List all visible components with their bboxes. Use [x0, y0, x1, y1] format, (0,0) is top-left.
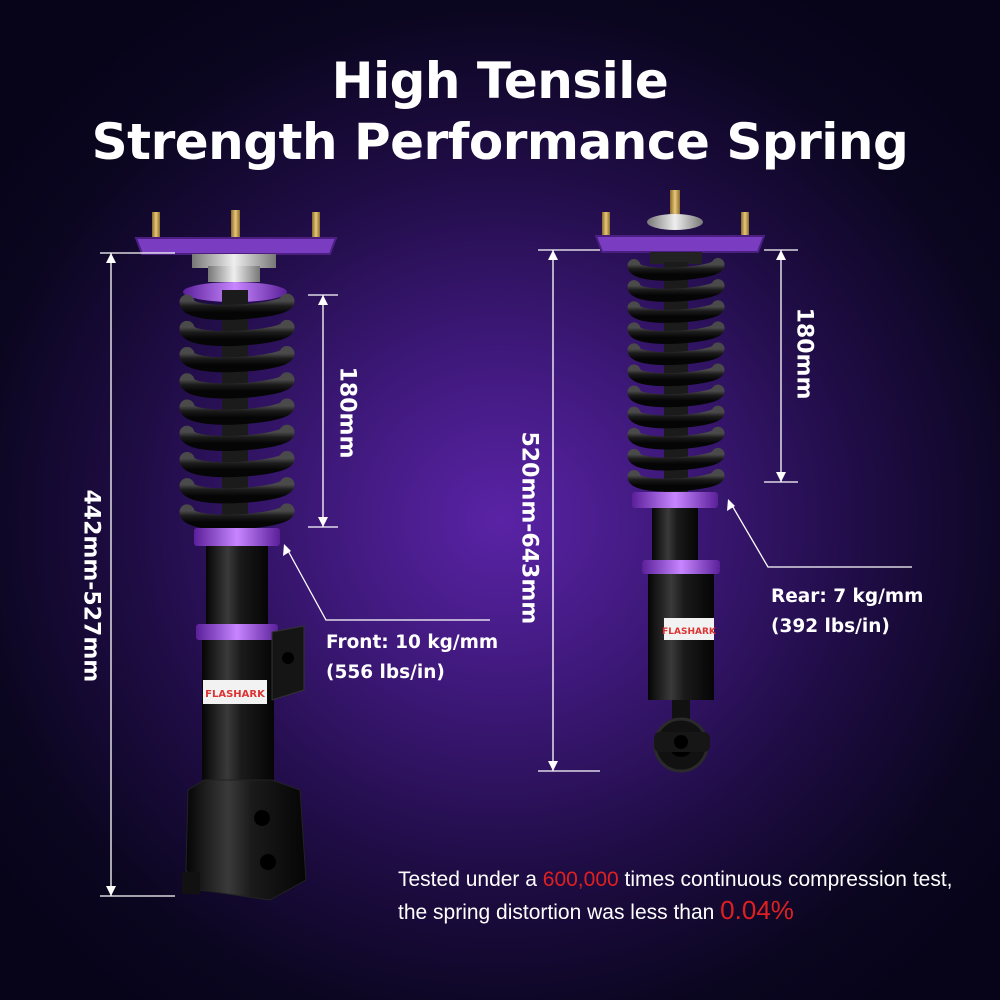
spring-coil: [179, 319, 295, 347]
spring-coil: [179, 346, 295, 373]
front-coilover: FLASHARK: [134, 210, 338, 901]
front-damper-body: [202, 640, 274, 780]
spring-coil: [179, 450, 295, 478]
dimension-lines: [100, 249, 912, 897]
rear-spring-length-label: 180mm: [791, 307, 817, 400]
spring-coil: [627, 468, 725, 492]
rear-coilover: FLASHARK: [594, 190, 766, 773]
distortion-value: 0.04%: [720, 895, 794, 925]
front-spring-length-label: 180mm: [334, 366, 360, 459]
spring-coil: [627, 300, 725, 323]
rear-height-label: 520mm-643mm: [516, 431, 542, 625]
spring-coil: [627, 258, 725, 281]
bolt-icon: [152, 212, 160, 242]
rear-spring: [627, 258, 725, 492]
note-text: Tested under a: [398, 868, 543, 891]
spring-coil: [179, 503, 295, 530]
spring-coil: [627, 426, 725, 450]
test-note-line-2: the spring distortion was less than 0.04…: [398, 895, 953, 928]
rear-brand-label: FLASHARK: [662, 627, 717, 637]
note-text: times continuous compression test,: [618, 868, 953, 891]
front-rate-imperial: (556 lbs/in): [326, 662, 445, 683]
spring-coil: [627, 279, 725, 302]
spring-coil: [179, 398, 295, 425]
spring-coil: [627, 363, 725, 387]
title-line-1: High Tensile: [331, 52, 669, 110]
spring-coil: [627, 405, 725, 429]
spring-coil: [179, 372, 295, 399]
spring-coil: [179, 477, 295, 504]
front-rate-label: Front: 10 kg/mm: [326, 632, 499, 653]
title-line-2: Strength Performance Spring: [91, 113, 909, 171]
front-spring: [179, 293, 295, 530]
note-text: the spring distortion was less than: [398, 901, 721, 924]
spring-coil: [627, 447, 725, 471]
front-height-label: 442mm-527mm: [78, 489, 104, 683]
rear-top-plate: [594, 235, 766, 253]
rear-rate-callout: Rear: 7 kg/mm (392 lbs/in): [771, 582, 923, 642]
spring-coil: [627, 384, 725, 408]
spring-coil: [179, 424, 295, 451]
top-mount-plate: [134, 237, 338, 255]
rear-rate-label: Rear: 7 kg/mm: [771, 586, 924, 607]
test-note: Tested under a 600,000 times continuous …: [398, 865, 953, 928]
spring-coil: [179, 293, 295, 320]
dimension-arrows: [106, 250, 786, 896]
front-rate-callout: Front: 10 kg/mm (556 lbs/in): [326, 628, 498, 688]
spring-coil: [627, 321, 725, 344]
rear-rate-imperial: (392 lbs/in): [771, 616, 890, 637]
cycle-count: 600,000: [542, 868, 619, 891]
front-brand-label: FLASHARK: [205, 689, 266, 700]
test-note-line-1: Tested under a 600,000 times continuous …: [398, 865, 953, 895]
spring-coil: [627, 342, 725, 366]
